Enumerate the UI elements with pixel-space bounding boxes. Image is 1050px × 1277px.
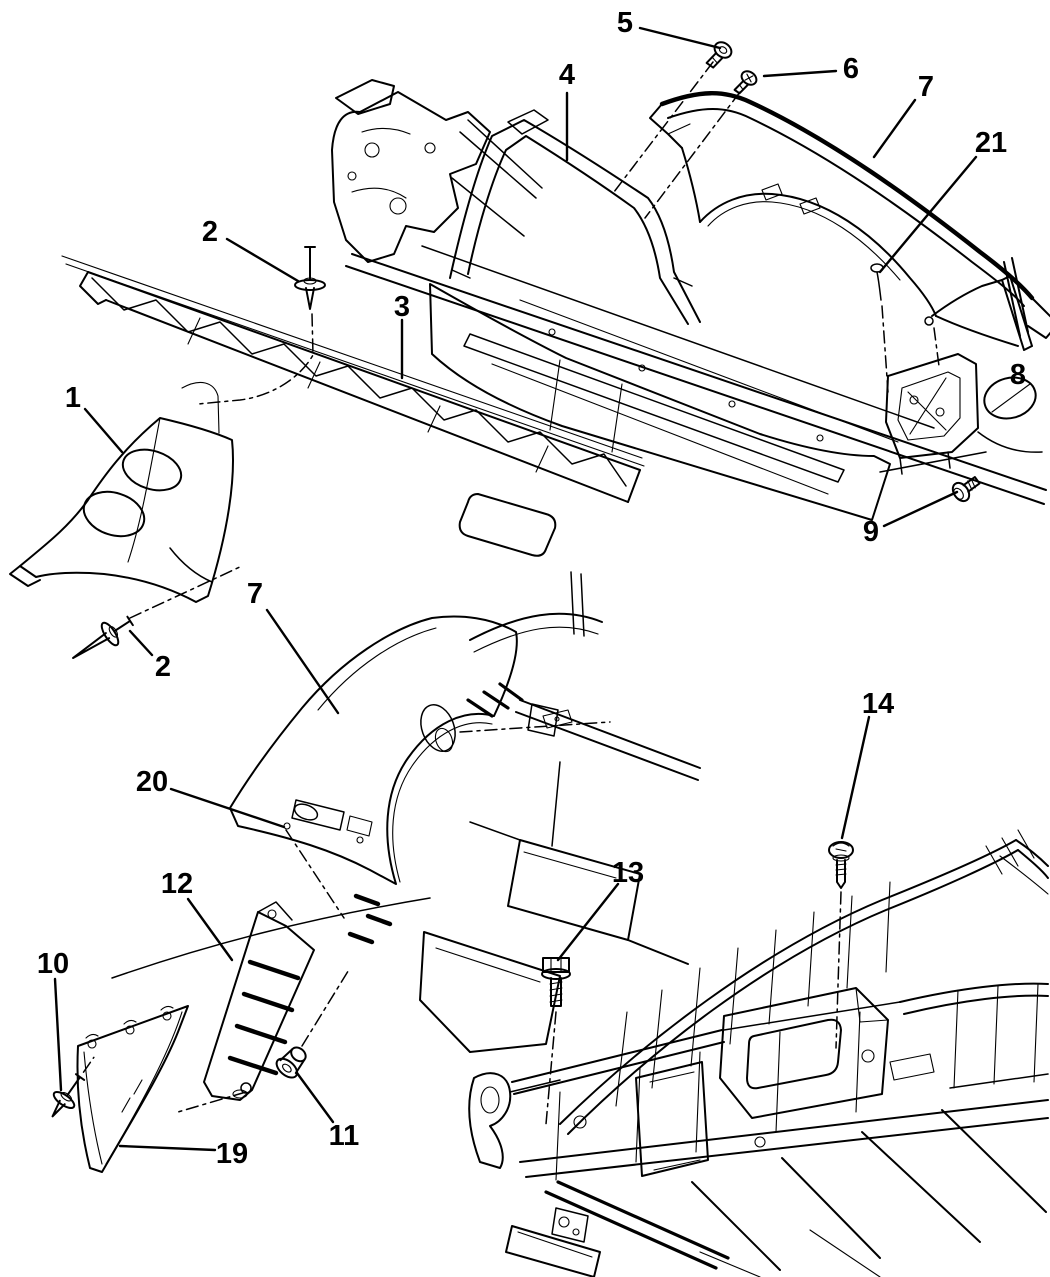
- callout-number: 12: [161, 868, 193, 900]
- callout-number: 3: [394, 291, 410, 323]
- louver-panel: [203, 901, 315, 1101]
- callout-3: 3: [394, 291, 410, 380]
- push-pin-2-mid-icon: [72, 615, 134, 659]
- fender-support-panel: [111, 615, 524, 979]
- callout-5: 5: [617, 7, 722, 50]
- screw-6-icon: [733, 70, 758, 95]
- left-shock-tower-cluster: [331, 79, 543, 263]
- callout-10: 10: [37, 948, 69, 1092]
- frame-structure: [468, 982, 1049, 1277]
- screw-14-icon: [828, 841, 854, 889]
- callout-7: 7: [872, 71, 934, 159]
- push-pin-10-icon: [51, 1056, 95, 1118]
- callout-number: 2: [155, 651, 171, 683]
- callout-leader-line: [118, 1144, 217, 1152]
- bolt-13-axis: [545, 1011, 557, 1125]
- grommet-11-icon: [275, 1046, 307, 1079]
- cowl-top-curves: [559, 829, 1049, 1135]
- cowl-grille-panel: [61, 255, 645, 503]
- callout-13: 13: [556, 857, 644, 962]
- callout-number: 4: [559, 59, 575, 91]
- callout-leader-line: [556, 882, 620, 962]
- hood-surround-panel: [649, 91, 1050, 347]
- callout-number: 8: [1010, 359, 1026, 391]
- callout-2: 2: [128, 629, 171, 683]
- callout-leader-line: [186, 897, 234, 962]
- splash-shield-assembly: [51, 1005, 189, 1173]
- prop-rod: [924, 275, 1033, 367]
- push-pin-2-top-icon: [294, 246, 326, 310]
- callout-number: 20: [136, 766, 168, 798]
- callout-number: 1: [65, 382, 81, 414]
- callout-4: 4: [559, 59, 575, 162]
- callout-number: 6: [843, 53, 859, 85]
- callout-leader-line: [882, 490, 959, 528]
- callout-19: 19: [118, 1138, 248, 1170]
- callout-number: 13: [612, 857, 644, 889]
- callout-leader-line: [265, 608, 340, 715]
- callout-2: 2: [202, 216, 300, 283]
- fender-assembly: [72, 565, 701, 1113]
- windshield-frame: [449, 109, 701, 325]
- front-frame-assembly: [468, 829, 1049, 1277]
- chassis-rails: [345, 245, 1047, 505]
- assembly-phantom-lines-upper: [197, 61, 741, 405]
- screw-14-axis: [835, 891, 842, 1049]
- assembly-phantom-lines-mid: [129, 565, 611, 1113]
- callout-leader-line: [53, 977, 63, 1092]
- callout-9: 9: [863, 490, 959, 548]
- callout-leader-line: [128, 629, 154, 657]
- right-shock-tower: [879, 353, 1043, 475]
- callout-7: 7: [247, 578, 340, 715]
- callout-number: 2: [202, 216, 218, 248]
- callout-leader-line: [840, 715, 871, 840]
- callout-14: 14: [840, 688, 894, 840]
- callout-leader-line: [638, 26, 722, 50]
- callout-number: 5: [617, 7, 633, 39]
- callout-leader-line: [83, 407, 124, 454]
- callout-leader-line: [878, 155, 978, 274]
- screw-9-icon: [951, 476, 981, 503]
- splash-shield-panel: [76, 1005, 189, 1173]
- callout-6: 6: [762, 53, 859, 85]
- callout-1: 1: [65, 382, 124, 454]
- callout-12: 12: [161, 868, 234, 962]
- callout-leader-line: [295, 1071, 335, 1124]
- callout-leader-line: [762, 69, 838, 78]
- dash-panel: [181, 283, 891, 557]
- callout-number: 11: [329, 1120, 360, 1152]
- callout-leader-line: [169, 787, 286, 829]
- hood-pin-cable: [870, 263, 889, 393]
- callout-leader-line: [872, 98, 917, 159]
- callout-number: 21: [975, 127, 1007, 159]
- callout-number: 10: [37, 948, 69, 980]
- callout-8: 8: [1010, 359, 1026, 391]
- callout-number: 9: [863, 516, 879, 548]
- callout-11: 11: [295, 1071, 360, 1152]
- callout-number: 14: [862, 688, 894, 720]
- callout-number: 7: [247, 578, 263, 610]
- callout-number: 19: [216, 1138, 248, 1170]
- bolt-13-icon: [541, 957, 571, 1007]
- frame-rails-mid: [419, 571, 701, 1053]
- callout-number: 7: [918, 71, 934, 103]
- callout-20: 20: [136, 766, 286, 829]
- support-bracket-1: [9, 417, 234, 603]
- upper-assembly: [9, 41, 1050, 603]
- callout-leader-line: [225, 237, 300, 283]
- callout-21: 21: [878, 127, 1007, 274]
